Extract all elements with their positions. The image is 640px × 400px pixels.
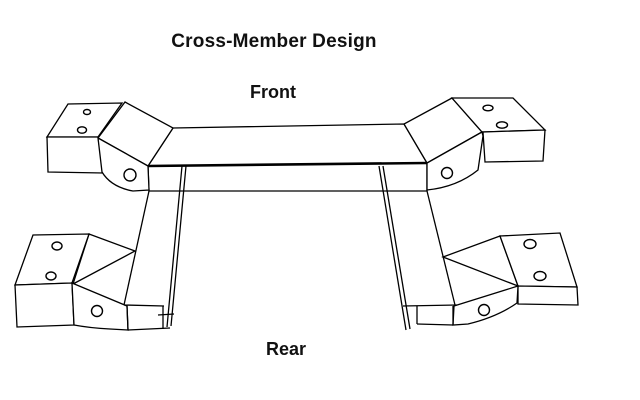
front-beam xyxy=(146,123,429,192)
bolt-hole xyxy=(533,270,547,282)
right-rail-foot-edge xyxy=(416,323,454,326)
rear-right-bracket xyxy=(441,232,579,326)
right-rail-outer-edge xyxy=(426,190,456,306)
front-left-curved-face xyxy=(97,136,150,192)
bolt-hole xyxy=(495,121,509,129)
bolt-hole xyxy=(51,241,63,251)
front-right-curved-face xyxy=(426,131,484,191)
diagram-title: Cross-Member Design xyxy=(171,31,376,52)
front-label: Front xyxy=(250,82,296,102)
bolt-hole xyxy=(45,271,57,281)
bolt-hole xyxy=(82,108,92,116)
bolt-hole xyxy=(76,126,88,134)
bolt-hole xyxy=(482,104,494,112)
front-right-pad-front-face xyxy=(482,129,546,163)
bolt-hole xyxy=(523,238,537,250)
right-rail-flange-edge xyxy=(378,165,407,331)
left-rail-foot-edge xyxy=(157,313,175,316)
front-left-pad-front-face xyxy=(46,136,104,174)
front-right-bracket xyxy=(403,97,547,191)
left-rail-flange-edge xyxy=(170,165,187,327)
bolt-hole xyxy=(90,304,104,318)
right-rail-flange-edge xyxy=(382,165,411,330)
left-rail-outer-edge xyxy=(123,190,150,306)
left-rail-bottom-edge xyxy=(123,304,165,307)
left-rail-foot-edge xyxy=(126,305,129,331)
bolt-hole xyxy=(477,303,491,317)
bolt-hole xyxy=(440,166,454,180)
beam-front-top-edge xyxy=(147,161,428,168)
rear-left-bracket xyxy=(14,233,137,331)
rear-label: Rear xyxy=(266,339,306,359)
rear-right-pad-front-face xyxy=(517,285,579,306)
right-rail-bottom-edge xyxy=(402,304,458,307)
front-left-bracket xyxy=(45,101,174,192)
left-rail-foot-edge xyxy=(127,327,171,331)
left-rail-flange-edge xyxy=(166,165,183,328)
beam-top-face xyxy=(146,123,429,167)
rear-left-pad-front-face xyxy=(14,282,75,328)
left-side-rail xyxy=(123,165,187,331)
right-side-rail xyxy=(378,165,458,331)
bolt-hole xyxy=(123,168,137,182)
